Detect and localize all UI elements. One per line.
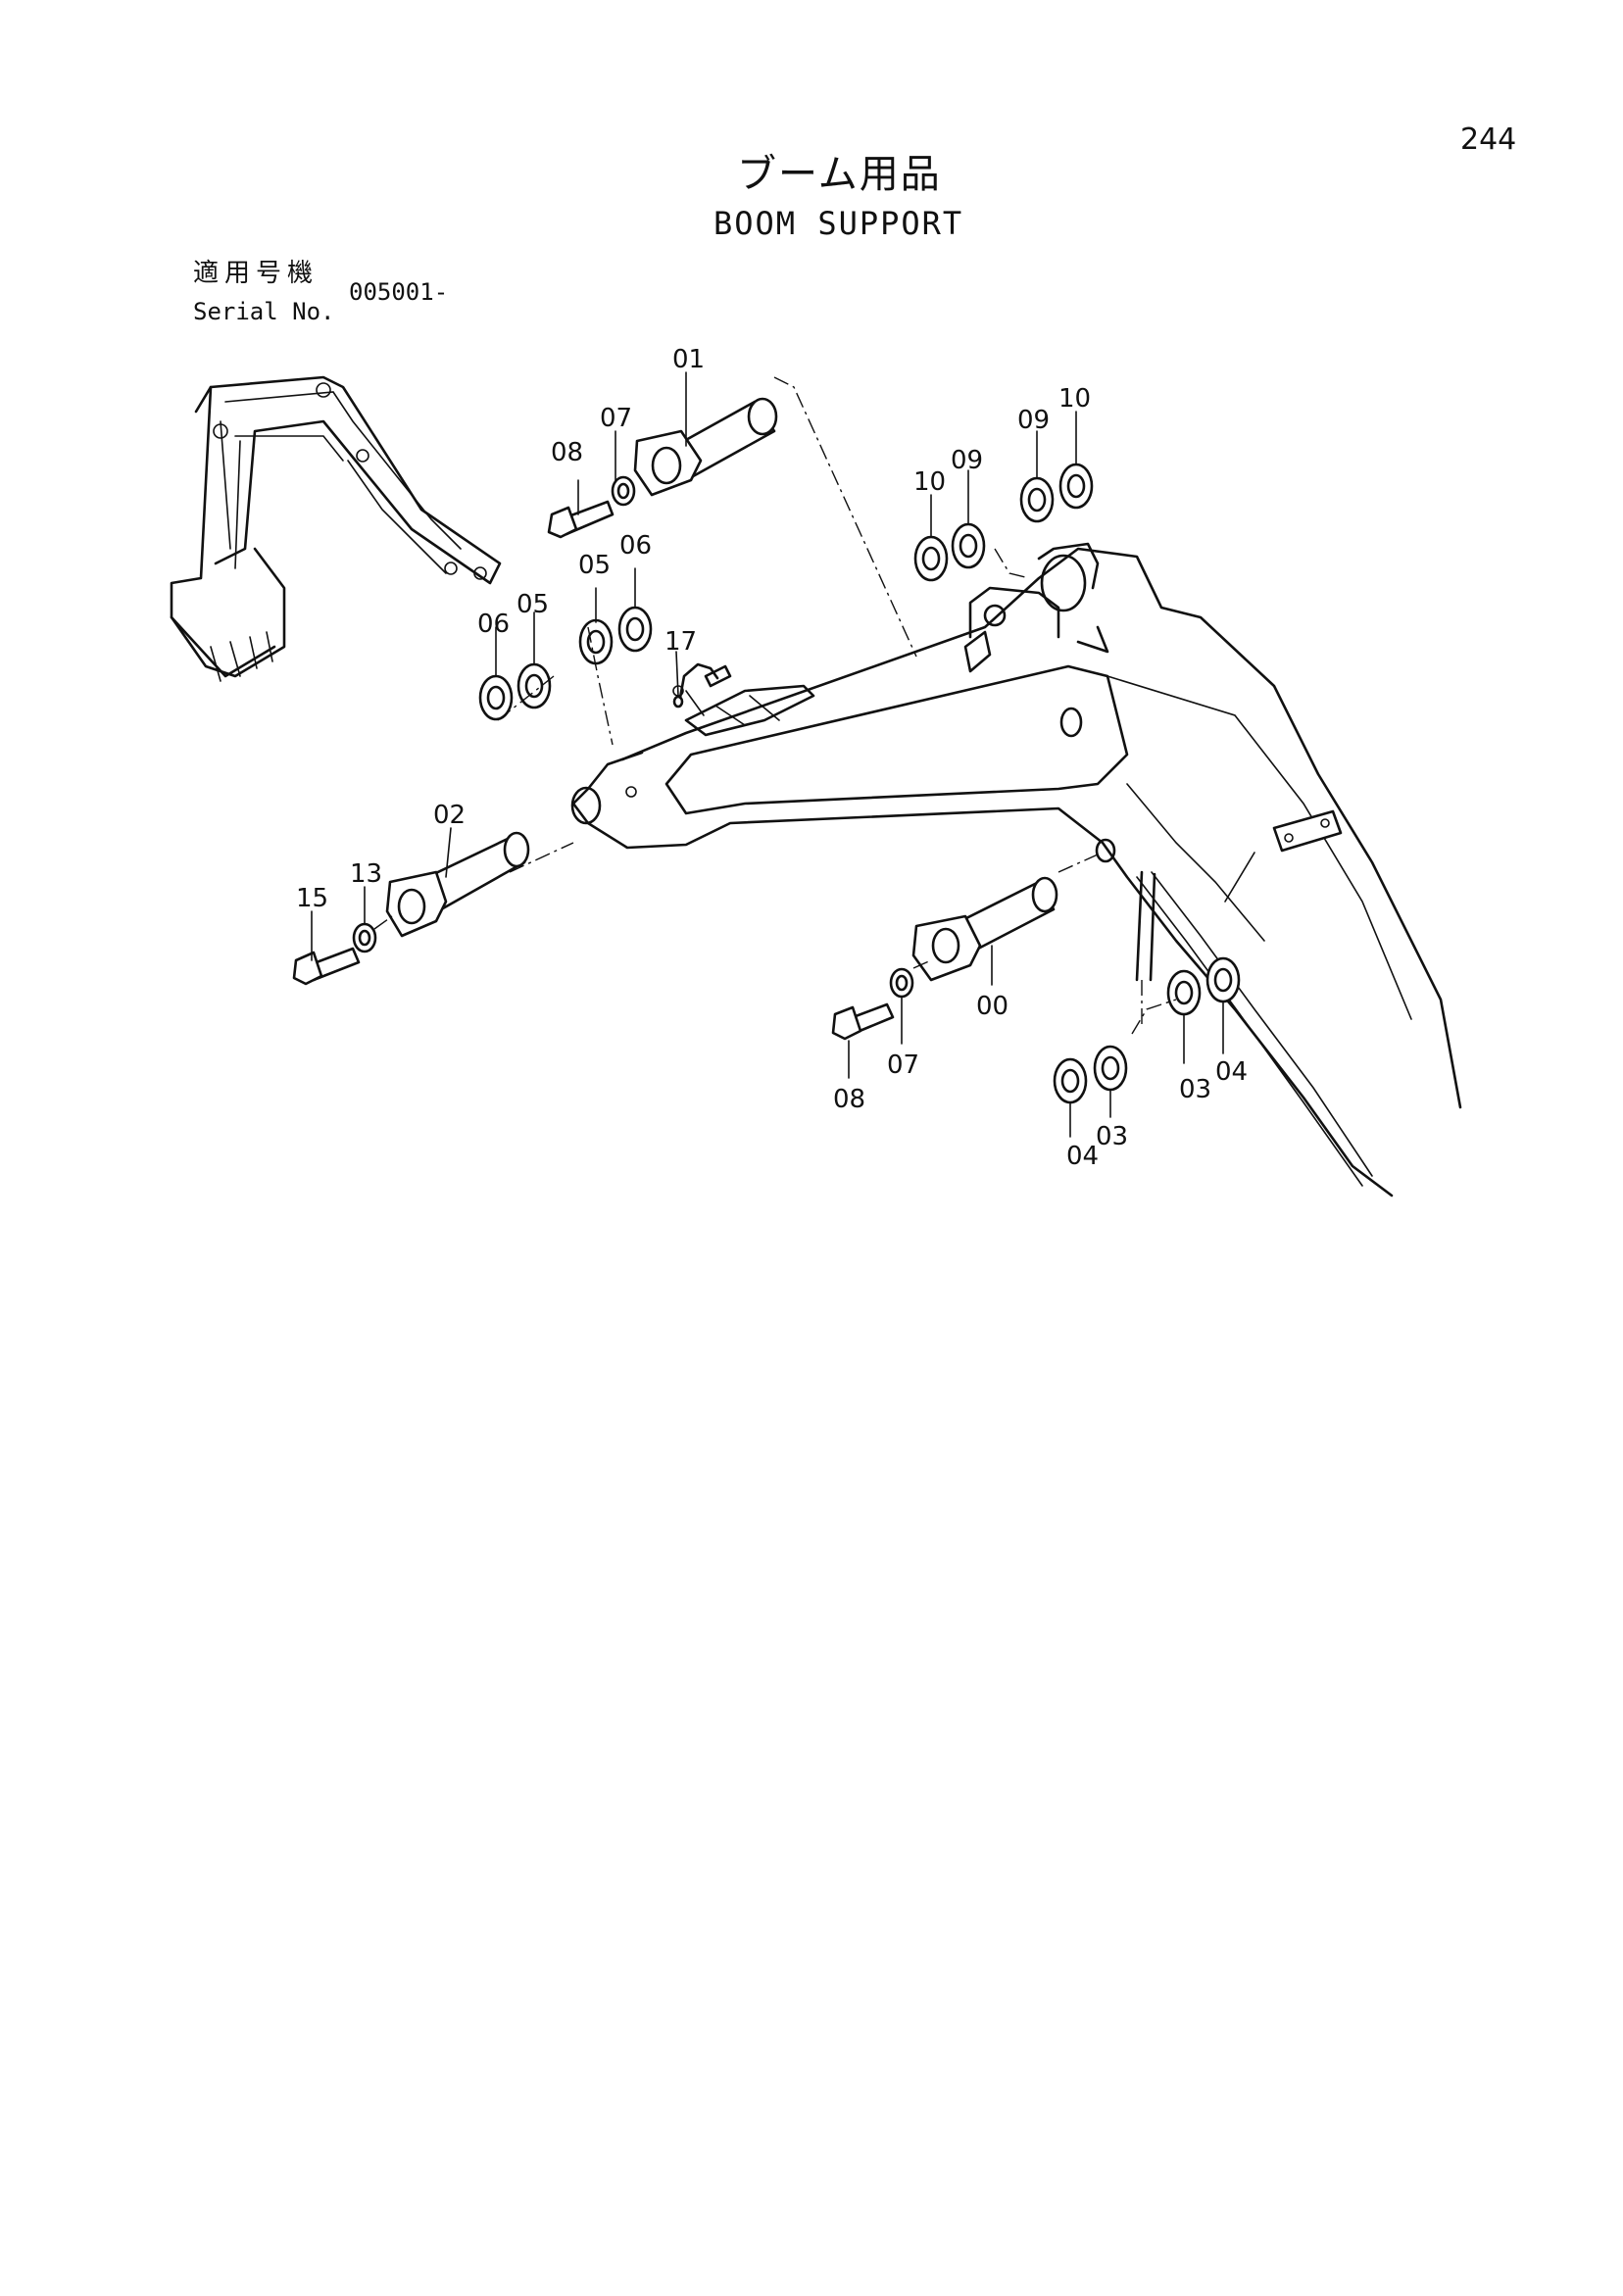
callout-09: 09 (1017, 406, 1050, 435)
callout-08: 08 (833, 1085, 865, 1114)
callout-06: 06 (477, 610, 510, 639)
callout-17: 17 (664, 627, 697, 657)
callout-01: 01 (672, 345, 705, 374)
serial-label: Serial No. (193, 298, 335, 325)
serial-label-japanese: 適用号機 (193, 259, 320, 288)
boom-body (570, 542, 1462, 1197)
callout-09: 09 (951, 446, 983, 475)
callout-labels: 01 08 07 05 06 06 05 17 10 09 09 10 02 1… (296, 345, 1248, 1171)
callout-04: 04 (1066, 1142, 1099, 1171)
bolt-08-bottom (831, 967, 914, 1041)
page-title-japanese: ブーム用品 (737, 152, 942, 197)
callout-05: 05 (578, 551, 611, 580)
callout-04: 04 (1215, 1057, 1248, 1087)
callout-08: 08 (551, 438, 583, 467)
pin-02 (385, 831, 530, 938)
bolt-15 (292, 922, 377, 986)
leader-lines (311, 371, 1224, 1138)
callout-03: 03 (1096, 1122, 1128, 1151)
page-title: BOOM SUPPORT (713, 205, 964, 242)
serial-number-value: 005001- (349, 278, 449, 306)
callout-03: 03 (1179, 1075, 1211, 1104)
callout-05: 05 (516, 590, 549, 619)
excavator-overview-thumbnail (170, 375, 502, 682)
shims-upper-left (478, 606, 653, 721)
callout-07: 07 (887, 1050, 919, 1080)
callout-02: 02 (433, 801, 466, 830)
pin-01 (633, 397, 778, 497)
callout-00: 00 (976, 992, 1008, 1021)
callout-07: 07 (600, 404, 632, 433)
callout-10: 10 (1058, 384, 1091, 414)
callout-15: 15 (296, 884, 328, 913)
shims-upper-right (913, 463, 1094, 582)
page-number: 244 (1460, 122, 1517, 157)
callout-06: 06 (619, 531, 652, 561)
callout-13: 13 (350, 859, 382, 889)
pin-00 (911, 876, 1058, 982)
grease-nipple-17 (672, 662, 719, 708)
callout-10: 10 (913, 467, 946, 497)
bolt-08-top (547, 475, 636, 539)
